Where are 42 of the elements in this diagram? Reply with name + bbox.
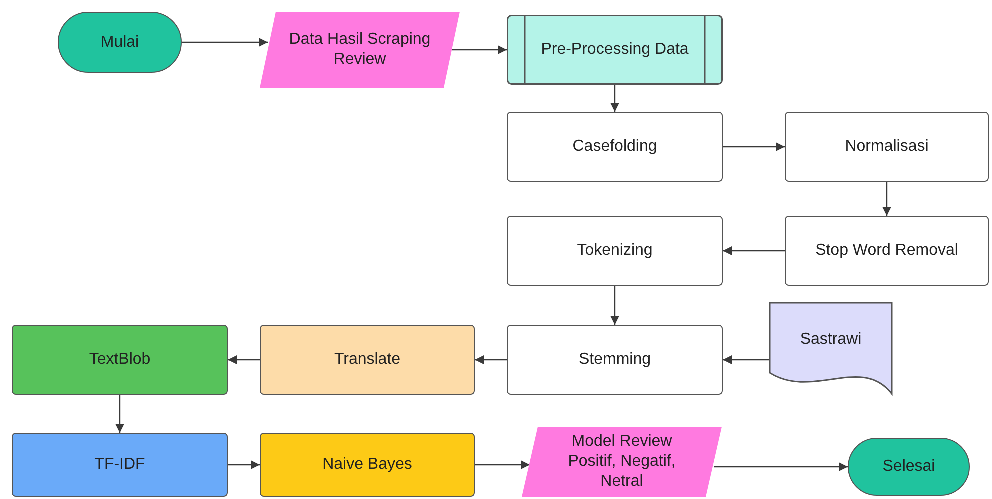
arrow: [182, 38, 268, 47]
node-label: Model Review Positif, Negatif, Netral: [567, 432, 677, 492]
arrow: [714, 462, 848, 472]
arrow: [723, 142, 785, 152]
process-box: [12, 325, 228, 395]
node-label: Stemming: [578, 350, 652, 370]
process-box: [260, 433, 475, 497]
node-label: Sastrawi: [800, 330, 862, 350]
process-box: [507, 112, 723, 182]
node-label: Tokenizing: [577, 241, 653, 261]
node-label: Naive Bayes: [322, 455, 412, 475]
process-box: [785, 216, 989, 286]
node-label: Translate: [334, 350, 401, 370]
arrow: [723, 246, 785, 256]
node-label: Stop Word Removal: [816, 241, 958, 261]
data-parallelogram: [260, 12, 460, 88]
node-label: Mulai: [100, 32, 140, 52]
process-box: [507, 216, 723, 286]
node-label: Casefolding: [572, 137, 658, 157]
process-box: [260, 325, 475, 395]
arrow: [228, 356, 260, 364]
arrow: [452, 46, 507, 54]
arrow: [610, 286, 620, 325]
process-box: [507, 325, 723, 395]
node-label: Selesai: [882, 457, 936, 477]
node-label: Data Hasil Scraping Review: [288, 30, 432, 70]
arrow: [116, 395, 124, 433]
document-shape: [769, 302, 893, 395]
arrow: [610, 85, 620, 112]
node-label: TF-IDF: [94, 455, 146, 475]
arrow: [228, 460, 260, 470]
arrow: [475, 356, 507, 364]
arrow: [723, 356, 769, 364]
arrow: [475, 460, 530, 470]
predefined-process-box: [507, 15, 723, 85]
data-parallelogram: [522, 427, 722, 497]
arrow: [882, 182, 892, 216]
process-box: [785, 112, 989, 182]
node-label: Pre-Processing Data: [541, 40, 689, 60]
node-label: Normalisasi: [845, 137, 929, 157]
node-label: TextBlob: [89, 350, 151, 370]
process-box: [12, 433, 228, 497]
